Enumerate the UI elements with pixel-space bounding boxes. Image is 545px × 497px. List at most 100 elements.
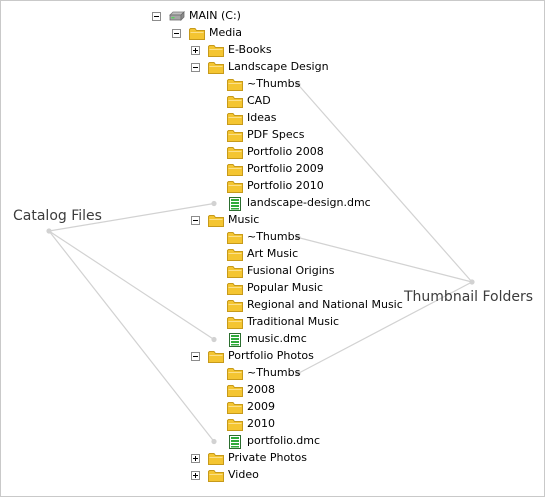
tree-item-label: Portfolio 2009	[247, 162, 324, 175]
folder-icon	[227, 417, 243, 431]
catalog-leader-dot	[211, 200, 217, 207]
tree-item-label: Video	[228, 468, 259, 481]
folder-icon	[208, 349, 224, 363]
catalog-leader-line	[48, 202, 215, 232]
tree-item-label: Traditional Music	[247, 315, 340, 328]
tree-item-portfolio-2008[interactable]: Portfolio 2008	[0, 144, 545, 161]
expand-icon[interactable]	[191, 454, 200, 463]
drive-icon	[169, 9, 185, 23]
catalog-leader-line	[48, 230, 215, 442]
folder-icon	[227, 111, 243, 125]
tree-item-label: Landscape Design	[228, 60, 329, 73]
tree-item-label: MAIN (C:)	[189, 9, 241, 22]
tree-item-label: Art Music	[247, 247, 299, 260]
tree-item-portfolio-2009[interactable]: Portfolio 2009	[0, 161, 545, 178]
tree-item-label: CAD	[247, 94, 271, 107]
expand-icon[interactable]	[191, 46, 200, 55]
folder-icon	[227, 94, 243, 108]
tree-item-music-dmc[interactable]: music.dmc	[0, 331, 545, 348]
catalog-leader-line	[48, 230, 215, 341]
tree-item-label: Fusional Origins	[247, 264, 335, 277]
tree-item-regional-and-national-music[interactable]: Regional and National Music	[0, 297, 545, 314]
tree-item-ideas[interactable]: Ideas	[0, 110, 545, 127]
folder-icon	[227, 315, 243, 329]
folder-icon	[227, 400, 243, 414]
tree-item-private-photos[interactable]: Private Photos	[0, 450, 545, 467]
tree-item-cad[interactable]: CAD	[0, 93, 545, 110]
tree-item-label: PDF Specs	[247, 128, 305, 141]
tree-item-label: Media	[209, 26, 243, 39]
tree-item-label: Private Photos	[228, 451, 307, 464]
folder-icon	[227, 298, 243, 312]
tree-item-2009[interactable]: 2009	[0, 399, 545, 416]
folder-icon	[227, 366, 243, 380]
tree-item-music[interactable]: Music	[0, 212, 545, 229]
tree-item-video[interactable]: Video	[0, 467, 545, 484]
tree-item-portfolio-dmc[interactable]: portfolio.dmc	[0, 433, 545, 450]
tree-item-art-music[interactable]: Art Music	[0, 246, 545, 263]
collapse-icon[interactable]	[191, 63, 200, 72]
tree-item-media[interactable]: Media	[0, 25, 545, 42]
tree-item-label: Ideas	[247, 111, 277, 124]
catalog-file-icon	[227, 196, 243, 211]
tree-item-landscape-design-dmc[interactable]: landscape-design.dmc	[0, 195, 545, 212]
catalog-callout-dot	[46, 228, 52, 234]
tree-item-landscape-design[interactable]: Landscape Design	[0, 59, 545, 76]
folder-icon	[227, 383, 243, 397]
folder-icon	[227, 128, 243, 142]
catalog-leader-dot	[211, 336, 217, 343]
folder-icon	[227, 247, 243, 261]
tree-item-label: Portfolio 2008	[247, 145, 324, 158]
collapse-icon[interactable]	[191, 216, 200, 225]
thumbs-callout-dot	[469, 279, 475, 285]
collapse-icon[interactable]	[191, 352, 200, 361]
folder-icon	[227, 145, 243, 159]
folder-icon	[227, 179, 243, 193]
folder-icon	[227, 77, 243, 91]
expand-icon[interactable]	[191, 471, 200, 480]
tree-item-portfolio-photos[interactable]: Portfolio Photos	[0, 348, 545, 365]
tree-item-traditional-music[interactable]: Traditional Music	[0, 314, 545, 331]
folder-icon	[208, 60, 224, 74]
thumbs-leader-line	[297, 281, 473, 375]
catalog-files-callout: Catalog Files	[13, 208, 102, 224]
catalog-file-icon	[227, 332, 243, 347]
tree-item-2008[interactable]: 2008	[0, 382, 545, 399]
tree-item-fusional-origins[interactable]: Fusional Origins	[0, 263, 545, 280]
collapse-icon[interactable]	[152, 12, 161, 21]
tree-item-label: landscape-design.dmc	[247, 196, 371, 209]
tree-item-e-books[interactable]: E-Books	[0, 42, 545, 59]
tree-item-2010[interactable]: 2010	[0, 416, 545, 433]
tree-item-label: 2010	[247, 417, 275, 430]
folder-icon	[189, 26, 205, 40]
tree-item-label: ~Thumbs	[247, 77, 301, 90]
tree-item-label: music.dmc	[247, 332, 307, 345]
folder-icon	[208, 43, 224, 57]
thumbs-leader-dot	[295, 81, 301, 88]
folder-icon	[227, 230, 243, 244]
tree-item-label: Regional and National Music	[247, 298, 403, 311]
tree-item-label: Portfolio Photos	[228, 349, 314, 362]
folder-icon	[227, 281, 243, 295]
folder-icon	[208, 468, 224, 482]
tree-item-main-c[interactable]: MAIN (C:)	[0, 8, 545, 25]
tree-item-pdf-specs[interactable]: PDF Specs	[0, 127, 545, 144]
tree-item-thumbs[interactable]: ~Thumbs	[0, 76, 545, 93]
folder-icon	[227, 264, 243, 278]
tree-item-popular-music[interactable]: Popular Music	[0, 280, 545, 297]
collapse-icon[interactable]	[172, 29, 181, 38]
thumbnail-folders-callout: Thumbnail Folders	[404, 289, 534, 305]
folder-icon	[208, 451, 224, 465]
folder-icon	[208, 213, 224, 227]
thumbs-leader-dot	[295, 370, 301, 377]
tree-item-label: portfolio.dmc	[247, 434, 321, 447]
tree-item-portfolio-2010[interactable]: Portfolio 2010	[0, 178, 545, 195]
tree-item-label: Popular Music	[247, 281, 324, 294]
tree-item-thumbs[interactable]: ~Thumbs	[0, 365, 545, 382]
tree-item-label: E-Books	[228, 43, 272, 56]
tree-item-label: ~Thumbs	[247, 230, 301, 243]
folder-icon	[227, 162, 243, 176]
tree-item-thumbs[interactable]: ~Thumbs	[0, 229, 545, 246]
